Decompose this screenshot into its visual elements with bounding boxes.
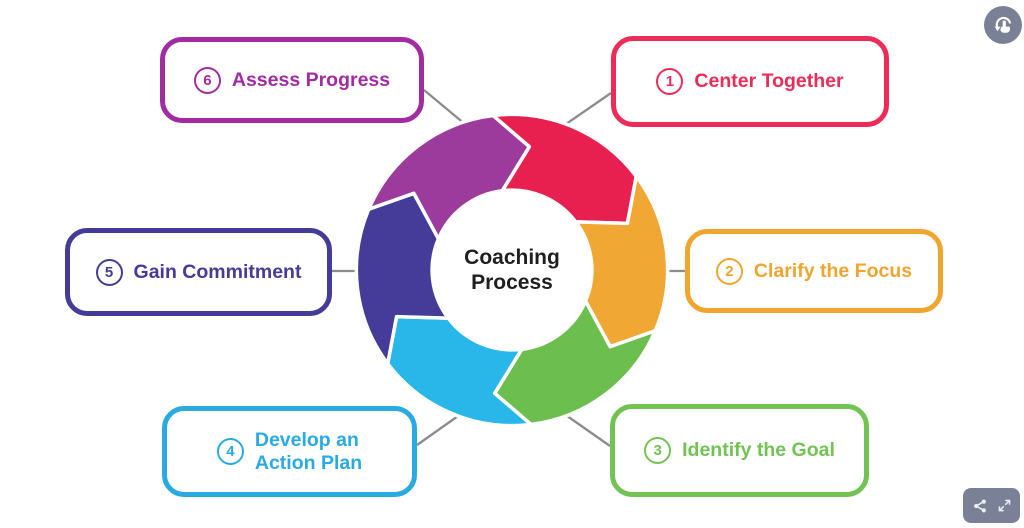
step-label: Clarify the Focus: [753, 259, 913, 282]
node-clarify-the-focus: 2 Clarify the Focus: [685, 229, 943, 313]
step-label: Gain Commitment: [133, 260, 302, 283]
viewer-toolbar: [963, 488, 1020, 523]
fullscreen-icon[interactable]: [997, 498, 1012, 513]
step-label: Identify the Goal: [682, 439, 835, 461]
tap-rotate-icon: [992, 14, 1015, 37]
cycle-segments: [354, 112, 670, 428]
step-number-badge: 2: [715, 257, 743, 285]
interact-hint-button[interactable]: [984, 6, 1022, 44]
cycle-segment-4: [385, 314, 533, 428]
node-center-together: 1 Center Together: [611, 36, 889, 127]
diagram-title-line1: Coaching: [464, 245, 560, 269]
step-label: Center Together: [694, 70, 844, 92]
step-label: Develop an Action Plan: [254, 428, 363, 474]
node-identify-the-goal: 3 Identify the Goal: [610, 404, 869, 497]
step-label: Assess Progress: [231, 68, 391, 91]
node-gain-commitment: 5 Gain Commitment: [65, 228, 332, 316]
step-number-badge: 1: [656, 68, 684, 95]
step-number-badge: 6: [193, 66, 221, 94]
cycle-wheel: [346, 104, 678, 436]
diagram-title: Coaching Process: [430, 228, 594, 312]
diagram-title-line2: Process: [471, 271, 553, 294]
share-icon[interactable]: [972, 498, 988, 514]
node-develop-an-action-plan: 4 Develop an Action Plan: [162, 406, 417, 497]
node-assess-progress: 6 Assess Progress: [160, 37, 424, 123]
step-number-badge: 5: [95, 258, 123, 286]
cycle-segment-6: [366, 113, 532, 241]
step-number-badge: 4: [216, 438, 244, 465]
step-number-badge: 3: [644, 437, 672, 464]
